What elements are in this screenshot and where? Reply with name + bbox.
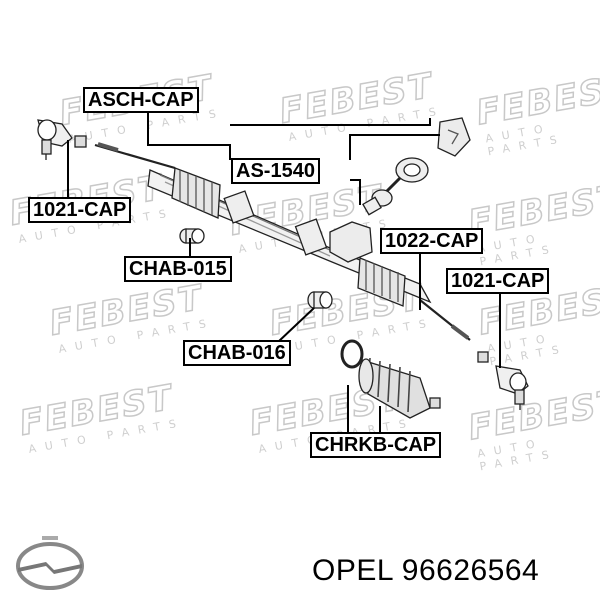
leader-lines [67,111,501,432]
callout-tie-rod-1022: 1022-CAP [380,228,484,254]
tie-rod-end-right-part [495,365,529,410]
tie-rod-end-left-part [37,119,73,160]
callout-as-1540: AS-1540 [231,158,320,184]
jam-nut-right [477,351,489,363]
rack-mount-center [294,218,328,256]
bushing-chab-016-part [307,291,333,309]
callout-chab-015: CHAB-015 [124,256,232,282]
callout-chrkb-cap: CHRKB-CAP [310,432,442,458]
callout-asch-cap: ASCH-CAP [83,87,199,113]
callout-tie-rod-end-left: 1021-CAP [28,197,132,223]
rack-bellows-left [171,167,221,219]
rack-bellows-right [357,257,406,307]
bushing-chab-015-part [179,228,205,244]
callout-chab-016: CHAB-016 [183,340,291,366]
part-number-caption: OPEL 96626564 [312,554,540,587]
callout-tie-rod-end-right: 1021-CAP [446,268,550,294]
pinion-housing [329,221,373,263]
rack-mount-left [223,190,255,224]
steering-shaft-joint [362,117,471,216]
opel-logo [16,536,84,590]
boot-clamp-ring [340,339,364,369]
jam-nut-left [74,135,87,148]
steering-boot-part [358,357,441,419]
steering-rack-diagram [37,111,529,432]
